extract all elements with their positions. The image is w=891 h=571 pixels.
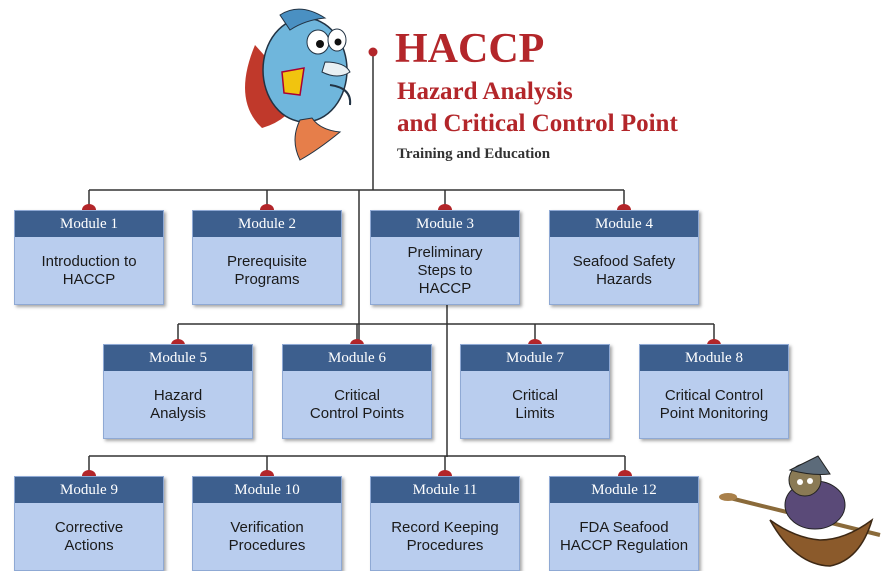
module-header: Module 8 <box>640 345 788 371</box>
module-3-card[interactable]: Module 3 Preliminary Steps to HACCP <box>370 210 520 305</box>
module-5-card[interactable]: Module 5 Hazard Analysis <box>103 344 253 439</box>
module-10-card[interactable]: Module 10 Verification Procedures <box>192 476 342 571</box>
module-header: Module 6 <box>283 345 431 371</box>
module-title: Critical Control Point Monitoring <box>659 386 769 422</box>
module-header: Module 2 <box>193 211 341 237</box>
module-title: Record Keeping Procedures <box>391 518 499 554</box>
module-12-card[interactable]: Module 12 FDA Seafood HACCP Regulation <box>549 476 699 571</box>
module-title: Prerequisite Programs <box>226 252 308 288</box>
module-header: Module 5 <box>104 345 252 371</box>
module-header: Module 1 <box>15 211 163 237</box>
module-header: Module 4 <box>550 211 698 237</box>
module-4-card[interactable]: Module 4 Seafood Safety Hazards <box>549 210 699 305</box>
module-11-card[interactable]: Module 11 Record Keeping Procedures <box>370 476 520 571</box>
module-title: Critical Control Points <box>309 386 405 422</box>
module-header: Module 12 <box>550 477 698 503</box>
module-8-card[interactable]: Module 8 Critical Control Point Monitori… <box>639 344 789 439</box>
subtitle-line-1: Hazard Analysis <box>397 78 573 105</box>
module-title: Seafood Safety Hazards <box>572 252 676 288</box>
tagline: Training and Education <box>397 146 551 162</box>
module-title: Introduction to HACCP <box>41 252 137 288</box>
rowing-boat-icon <box>719 455 881 567</box>
module-title: Corrective Actions <box>54 518 124 554</box>
fish-mascot-icon <box>245 8 352 161</box>
module-2-card[interactable]: Module 2 Prerequisite Programs <box>192 210 342 305</box>
subtitle-line-2: and Critical Control Point <box>397 110 678 137</box>
module-7-card[interactable]: Module 7 Critical Limits <box>460 344 610 439</box>
module-1-card[interactable]: Module 1 Introduction to HACCP <box>14 210 164 305</box>
module-6-card[interactable]: Module 6 Critical Control Points <box>282 344 432 439</box>
module-title: Preliminary Steps to HACCP <box>407 243 483 297</box>
module-header: Module 9 <box>15 477 163 503</box>
module-title: Critical Limits <box>512 386 558 422</box>
page-title: HACCP <box>395 26 545 72</box>
module-9-card[interactable]: Module 9 Corrective Actions <box>14 476 164 571</box>
module-title: Verification Procedures <box>228 518 306 554</box>
module-title: FDA Seafood HACCP Regulation <box>559 518 689 554</box>
module-header: Module 10 <box>193 477 341 503</box>
module-header: Module 11 <box>371 477 519 503</box>
module-header: Module 7 <box>461 345 609 371</box>
module-title: Hazard Analysis <box>150 386 206 422</box>
module-header: Module 3 <box>371 211 519 237</box>
